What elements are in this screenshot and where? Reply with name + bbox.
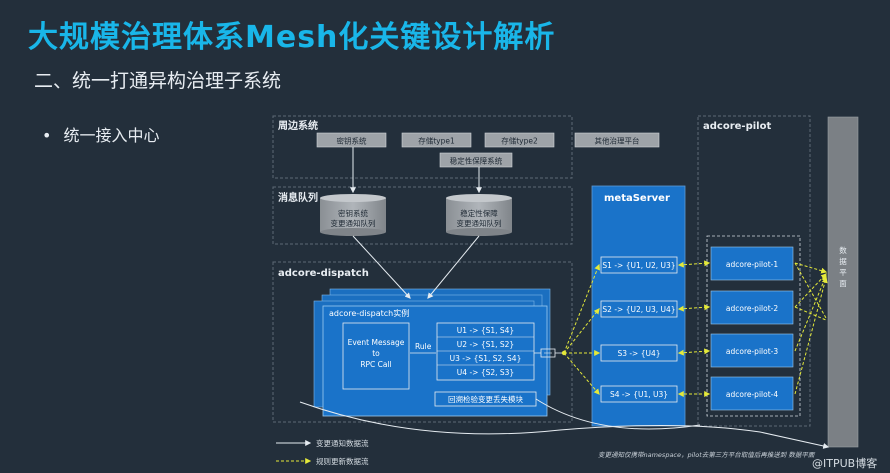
pilot-4-label: adcore-pilot-4: [726, 390, 778, 399]
page-title: 大规模治理体系Mesh化关键设计解析: [28, 20, 556, 55]
check-module-label: 回溯检验变更丢失模块: [448, 394, 523, 404]
dispatch-group: adcore-dispatch adcore-dispatch实例 Event …: [272, 261, 573, 423]
event-line2: to: [372, 349, 380, 358]
dispatch-instance-label: adcore-dispatch实例: [329, 308, 409, 318]
rule-row-2: U2 -> {S1, S2}: [457, 340, 514, 349]
meta-to-pilot-flows: [677, 260, 711, 397]
pilot-3-box: [710, 333, 794, 368]
dispatch-title: adcore-dispatch: [278, 268, 369, 279]
notification-return-flow: [299, 398, 830, 449]
meta-item-s3: [600, 344, 678, 362]
peripheral-box-secret: [316, 132, 387, 148]
data-plane-char-4: 面: [839, 279, 847, 288]
meta-item-s4-label: S4 -> {U1, U3}: [610, 390, 668, 399]
meta-item-s4: [600, 385, 678, 403]
pilot-1-label: adcore-pilot-1: [726, 260, 778, 269]
peripheral-box-storage1-label: 存储type1: [418, 136, 455, 146]
peripheral-systems-group: 周边系统 密钥系统 存储type1 存储type2 其他治理平台 稳定性保障系统: [272, 115, 660, 179]
mq-db2-line1: 稳定性保障: [460, 208, 498, 218]
dispatch-flow-node: [561, 350, 567, 356]
bullet-dot-icon: •: [42, 126, 52, 145]
data-plane-char-1: 数: [839, 245, 847, 255]
peripheral-box-storage2-label: 存储type2: [501, 136, 538, 146]
peripheral-box-storage2: [484, 132, 555, 148]
peripheral-box-storage1: [401, 132, 472, 148]
peripheral-box-other: [574, 132, 660, 148]
rule-label: Rule: [415, 342, 432, 351]
legend-notify-label: 变更通知数据流: [316, 438, 369, 448]
pilot-2-box: [710, 290, 794, 325]
pilot-inner-frame: [706, 235, 801, 417]
data-plane-group: 数 据 平 面: [827, 116, 859, 448]
data-plane-char-2: 据: [839, 257, 847, 266]
rule-row-1: U1 -> {S1, S4}: [457, 326, 514, 335]
meta-item-s1-label: S1 -> {U1, U2, U3}: [602, 261, 675, 270]
legend: 变更通知数据流 规则更新数据流: [276, 438, 369, 466]
peripheral-box-secret-label: 密钥系统: [337, 136, 367, 146]
mq-db2-line2: 变更通知队列: [457, 218, 502, 228]
mq-title: 消息队列: [278, 191, 318, 204]
stability-system-box: [439, 152, 513, 168]
pilot-to-dataplane-flows: [794, 262, 828, 395]
mq-db1-line2: 变更通知队列: [331, 218, 376, 228]
meta-item-s1: [600, 256, 678, 274]
arrow-mq2-to-dispatch: [427, 235, 480, 299]
page-subtitle: 二、统一打通异构治理子系统: [34, 70, 282, 92]
meta-item-s2: [600, 300, 678, 318]
data-plane-char-3: 平: [839, 268, 847, 277]
event-line1: Event Message: [348, 338, 405, 347]
peripheral-title: 周边系统: [278, 119, 318, 132]
metaserver-group: metaServer S1 -> {U1, U2, U3} S2 -> {U2,…: [591, 185, 686, 427]
pilot-group: adcore-pilot adcore-pilot-1 adcore-pilot…: [697, 115, 811, 427]
event-line3: RPC Call: [360, 360, 391, 369]
pilot-2-label: adcore-pilot-2: [726, 304, 778, 313]
rules-table: [436, 322, 535, 381]
watermark: @ITPUB博客: [812, 456, 877, 470]
footnote: 变更通知仅携带namespace，pilot去第三方平台取值后再推送到 数据平面: [598, 451, 816, 459]
meta-item-s2-label: S2 -> {U2, U3, U4}: [602, 305, 675, 314]
pilot-4-box: [710, 376, 794, 411]
event-message-box: [342, 322, 410, 390]
metaserver-title: metaServer: [604, 193, 670, 204]
mq-db-icon-2: [446, 194, 512, 236]
mq-db-icon-1: [320, 194, 386, 236]
pilot-1-box: [710, 246, 794, 281]
bullet-text: 统一接入中心: [63, 126, 160, 145]
meta-item-s3-label: S3 -> {U4}: [617, 349, 660, 358]
dispatch-to-meta-flows: [563, 263, 601, 395]
legend-rule-label: 规则更新数据流: [316, 456, 369, 466]
pilot-3-label: adcore-pilot-3: [726, 347, 778, 356]
message-queue-group: 消息队列 密钥系统 变更通知队列 稳定性保障 变更通知队列: [272, 186, 573, 245]
pilot-title: adcore-pilot: [703, 121, 771, 132]
peripheral-box-other-label: 其他治理平台: [595, 136, 640, 146]
rule-row-3: U3 -> {S1, S2, S4}: [450, 354, 522, 363]
rule-row-4: U4 -> {S2, S3}: [457, 368, 514, 377]
mq-db1-line1: 密钥系统: [338, 208, 368, 218]
stability-system-label: 稳定性保障系统: [450, 156, 503, 166]
bullet-item: • 统一接入中心: [42, 122, 159, 146]
arrow-mq1-to-dispatch: [352, 235, 411, 299]
